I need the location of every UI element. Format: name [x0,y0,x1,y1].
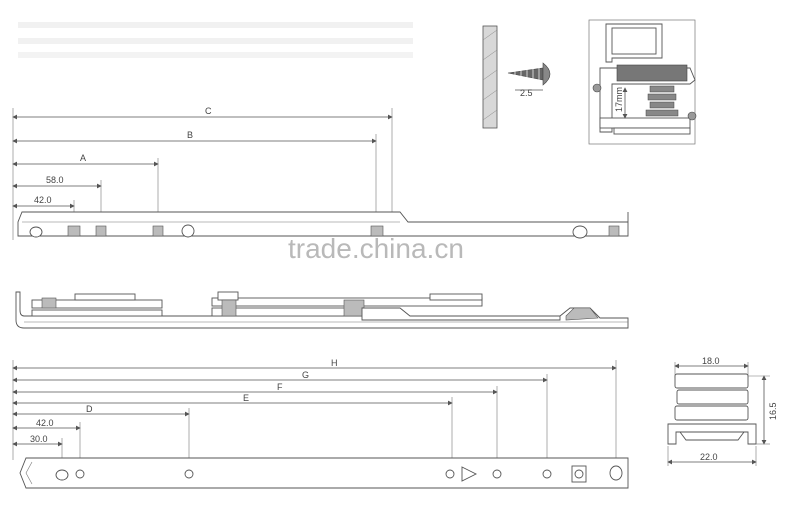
rail-hole [55,469,69,481]
section-dim-top: 18.0 [702,356,720,366]
bottom-rail-drawing: H G F E D 42.0 30.0 [12,358,629,489]
rail-hole [75,469,85,479]
profile-detail-drawing: 17mm [588,19,697,145]
rail-slot [152,225,164,237]
triangle-marker-icon [461,466,478,482]
screw-drawing: 2.5 [482,25,551,129]
rail-slot [608,225,620,237]
dim-label-e: E [243,393,249,403]
dim-label-h: H [331,358,338,368]
dim-label-b: B [187,130,193,140]
dim-label-d: D [86,404,93,414]
bottom-rail-body [19,457,629,489]
rail-slot [95,225,107,237]
rail-hole [445,469,455,479]
rail-hole [29,226,43,238]
top-rail-body [17,211,629,237]
dim-label-30: 30.0 [30,434,48,444]
watermark-text: trade.china.cn [288,233,464,264]
rail-slot [67,225,81,237]
dim-label-c: C [205,106,212,116]
blurred-header-text [18,22,413,58]
rail-hole [542,469,552,479]
screw-dim-label: 2.5 [520,88,533,98]
section-dim-height: 16.5 [768,402,778,420]
section-dim-bottom: 22.0 [700,452,718,462]
screw-head-icon [542,62,551,86]
top-rail-drawing: C B A 58.0 42.0 [12,106,629,240]
dim-label-58: 58.0 [46,175,64,185]
cross-section-drawing: 18.0 16.5 22.0 [667,356,778,466]
side-view-drawing [15,291,629,329]
rail-hole [181,224,195,238]
dim-label-g: G [302,370,309,380]
rail-slot [370,225,384,237]
profile-dim-label: 17mm [614,87,624,112]
dim-label-42-bottom: 42.0 [36,418,54,428]
rail-hole [572,225,588,239]
rail-hole [492,469,502,479]
dim-label-f: F [277,382,283,392]
dim-label-a: A [80,153,86,163]
dim-label-42-top: 42.0 [34,195,52,205]
rail-hole [609,465,623,481]
rail-hole [184,469,194,479]
